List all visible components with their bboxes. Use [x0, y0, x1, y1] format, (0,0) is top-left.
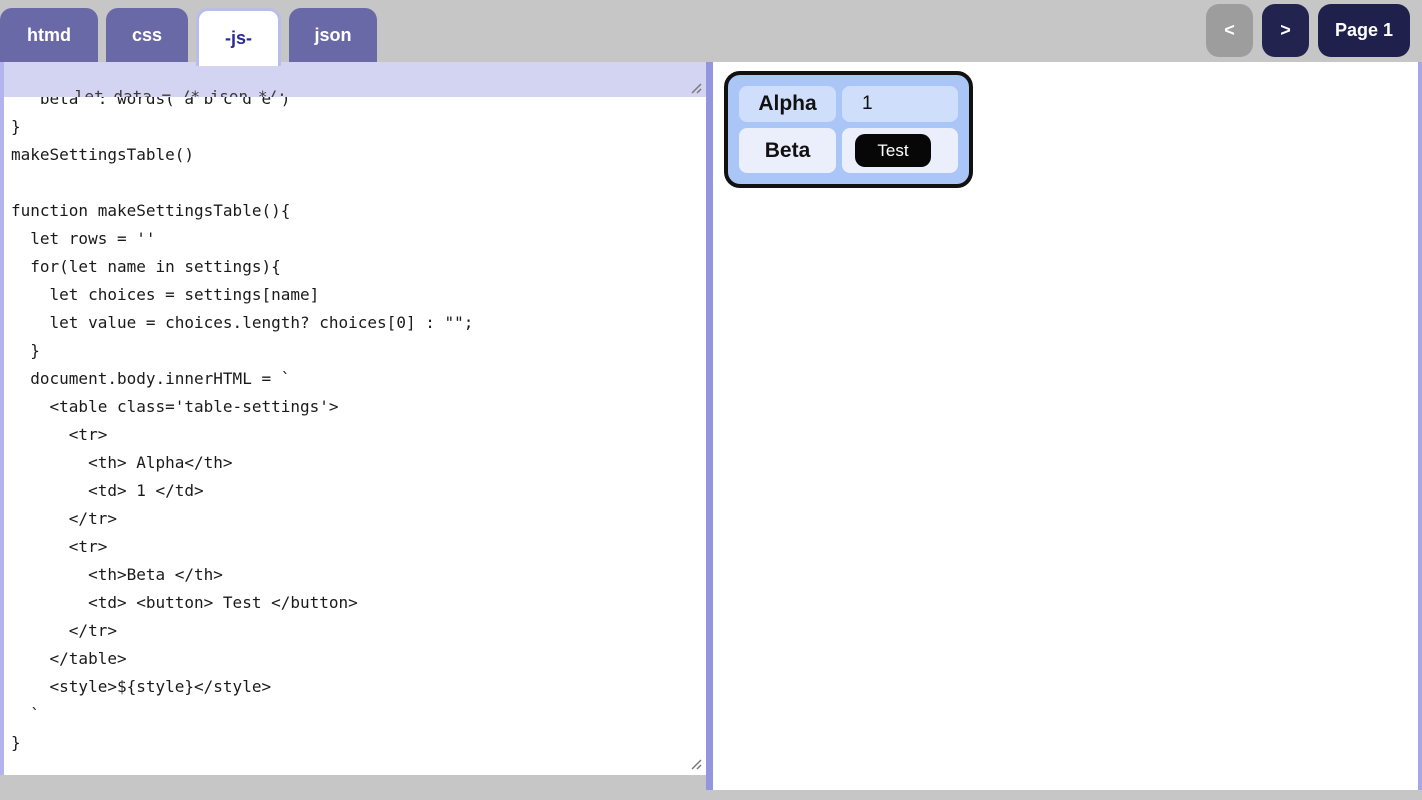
- code-editor-textarea[interactable]: 'beta' : words('a b c d e') } makeSettin…: [4, 97, 706, 775]
- tab-htmd[interactable]: htmd: [0, 8, 98, 62]
- page-indicator-button[interactable]: Page 1: [1318, 4, 1410, 57]
- resize-handle-icon[interactable]: [689, 757, 703, 771]
- settings-table: Alpha 1 Beta Test: [724, 71, 973, 188]
- row-value-alpha: 1: [842, 86, 958, 122]
- top-bar: htmd css -js- json < > Page 1: [0, 0, 1422, 66]
- row-value-beta: Test: [842, 128, 958, 173]
- tab-css[interactable]: css: [106, 8, 188, 62]
- table-row: Alpha 1: [739, 86, 958, 122]
- row-header-beta: Beta: [739, 128, 836, 173]
- data-header-textarea[interactable]: let data = /* json */;: [4, 62, 706, 106]
- pager-controls: < > Page 1: [1206, 4, 1410, 57]
- prev-page-button[interactable]: <: [1206, 4, 1253, 57]
- resize-handle-icon[interactable]: [689, 81, 703, 95]
- tab-js[interactable]: -js-: [196, 8, 281, 66]
- table-row: Beta Test: [739, 128, 958, 173]
- preview-pane: Alpha 1 Beta Test: [713, 62, 1422, 790]
- tab-bar: htmd css -js- json: [0, 0, 377, 66]
- next-page-button[interactable]: >: [1262, 4, 1309, 57]
- row-header-alpha: Alpha: [739, 86, 836, 122]
- main-split: let data = /* json */; 'beta' : words('a…: [0, 62, 1422, 790]
- pane-divider[interactable]: [706, 62, 713, 790]
- editor-pane: let data = /* json */; 'beta' : words('a…: [0, 62, 706, 775]
- test-button[interactable]: Test: [855, 134, 931, 167]
- code-text: 'beta' : words('a b c d e') } makeSettin…: [11, 97, 474, 752]
- tab-json[interactable]: json: [289, 8, 377, 62]
